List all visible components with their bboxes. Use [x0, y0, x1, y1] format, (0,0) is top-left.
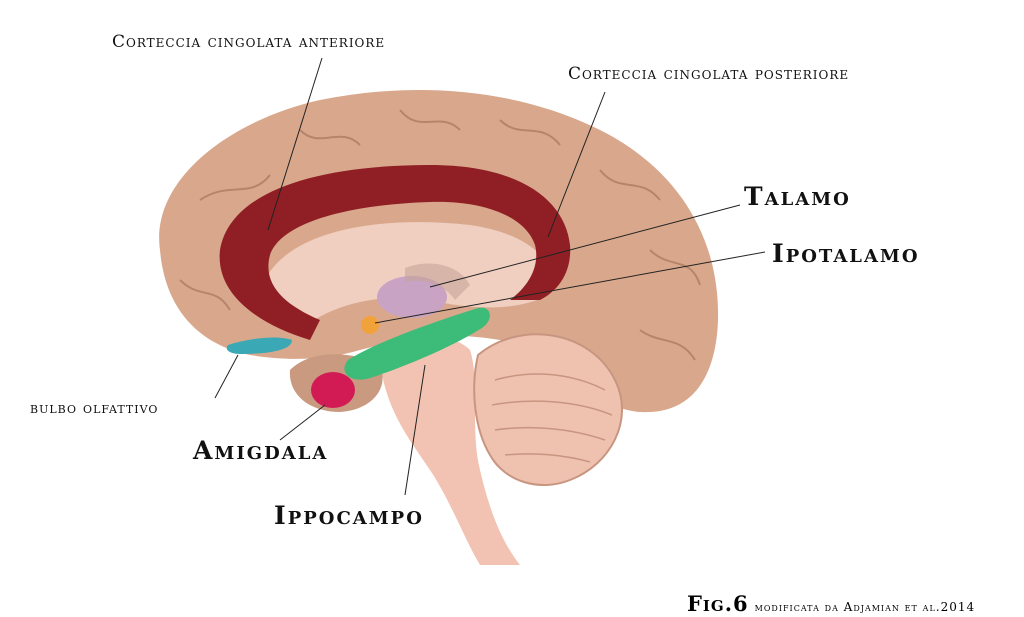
label-posterior-cingulate: Corteccia cingolata posteriore: [568, 64, 850, 84]
olfactory-bulb-region: [226, 337, 292, 354]
leader-olfactory-bulb: [214, 354, 239, 399]
hypothalamus-region: [361, 316, 379, 334]
label-hippocampus: Ippocampo: [274, 501, 424, 530]
cerebellum: [473, 333, 624, 486]
thalamus-surround: [405, 263, 470, 300]
cingulate-cortex: [219, 165, 571, 340]
label-anterior-cingulate: Corteccia cingolata anteriore: [112, 32, 386, 52]
label-olfactory-bulb: bulbo olfattivo: [30, 398, 159, 417]
cortex-folds: [179, 109, 701, 361]
brainstem: [380, 336, 520, 565]
cerebellum-folia: [491, 373, 613, 463]
label-thalamus: Talamo: [744, 182, 851, 211]
leader-thalamus: [429, 204, 741, 288]
leader-amygdala: [279, 404, 326, 441]
thalamus-region: [377, 276, 447, 318]
hippocampus-region: [344, 307, 490, 380]
figure-source: modificata da Adjamian et al.2014: [754, 600, 976, 614]
label-hypothalamus: Ipotalamo: [772, 239, 920, 268]
amygdala-region: [311, 372, 355, 408]
figure-number: Fig.6: [687, 591, 749, 616]
leader-hypothalamus: [374, 251, 766, 324]
leader-lines: [214, 57, 766, 496]
leader-posterior-cingulate: [547, 91, 606, 238]
label-amygdala: Amigdala: [193, 436, 329, 465]
leader-anterior-cingulate: [267, 57, 323, 231]
leader-hippocampus: [404, 364, 426, 496]
figure-caption: Fig.6 modificata da Adjamian et al.2014: [687, 593, 975, 614]
